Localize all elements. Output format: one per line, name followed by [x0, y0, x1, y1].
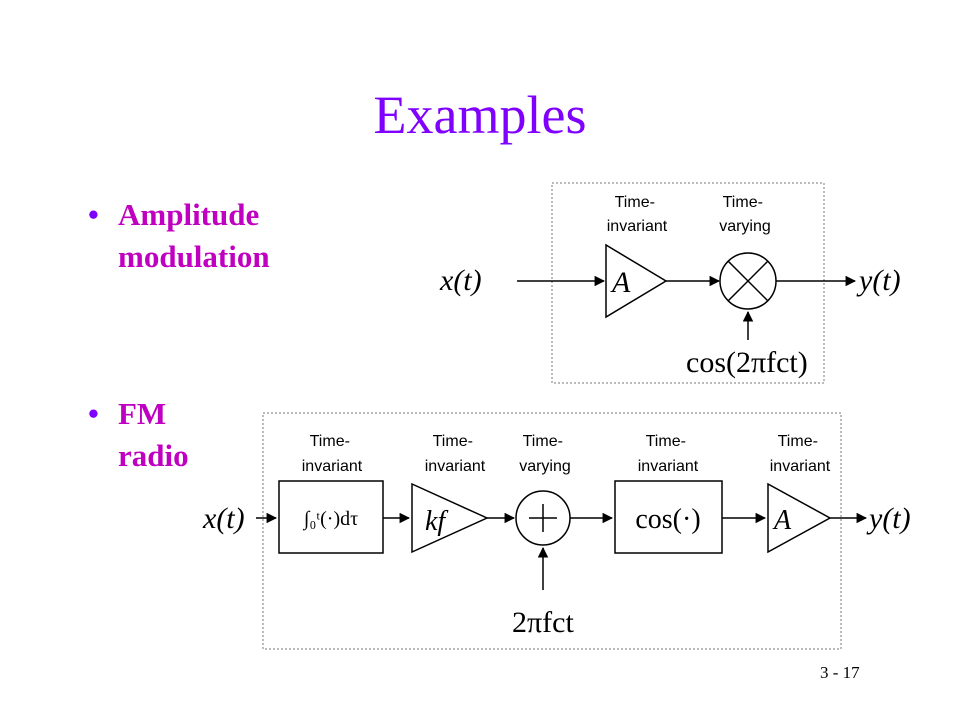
am-gain-label: A	[610, 266, 631, 299]
am-label-mixer: Time- varying	[719, 194, 771, 235]
fm-block-labels: Time- invariant Time- invariant Time- va…	[302, 433, 831, 475]
am-carrier-label: cos(2πfct)	[686, 346, 808, 379]
fm-gain-label: A	[772, 505, 792, 536]
am-label-gain: Time- invariant	[607, 194, 668, 235]
fm-kf-triangle	[411, 482, 489, 554]
fm-label: Time- invariant	[770, 433, 831, 475]
label-line: invariant	[607, 218, 668, 235]
slide-title: Examples	[373, 85, 587, 145]
fm-kf-label: kf	[425, 506, 448, 537]
fm-adder-icon	[515, 490, 571, 546]
fm-label: Time- varying	[519, 433, 571, 475]
fm-label: Time- invariant	[302, 433, 363, 475]
bullet-line: FM	[118, 396, 167, 431]
fm-input-label: x(t)	[202, 502, 245, 535]
am-gain-triangle	[605, 243, 668, 319]
fm-gain-triangle	[767, 482, 832, 554]
bullet-line: Amplitude	[118, 197, 260, 232]
am-multiplier-icon	[719, 252, 777, 310]
bullet-amplitude-modulation: • Amplitude modulation	[88, 194, 270, 278]
bullet-fm-radio: • FM radio	[88, 393, 189, 477]
fm-cos-block	[614, 480, 723, 554]
fm-cos-label: cos(·)	[635, 504, 700, 535]
bullet-line: modulation	[118, 238, 270, 274]
am-output-label: y(t)	[856, 264, 901, 297]
label-line: varying	[719, 218, 771, 235]
bullet-dot-icon: •	[88, 396, 99, 431]
label-line: Time-	[723, 194, 763, 211]
page-number: 3 - 17	[820, 663, 860, 682]
fm-offset-label: 2πfct	[512, 606, 574, 639]
fm-system-boundary	[262, 412, 842, 650]
am-input-label: x(t)	[439, 264, 482, 297]
fm-label: Time- invariant	[638, 433, 699, 475]
fm-output-label: y(t)	[866, 502, 911, 535]
am-system-boundary	[551, 182, 825, 384]
fm-integrator-block	[278, 480, 384, 554]
bullet-dot-icon: •	[88, 197, 99, 232]
bullet-line: radio	[118, 437, 189, 473]
fm-integrator-label: ∫₀ᵗ(·)dτ	[302, 508, 358, 531]
fm-label: Time- invariant	[425, 433, 486, 475]
label-line: Time-	[615, 194, 655, 211]
